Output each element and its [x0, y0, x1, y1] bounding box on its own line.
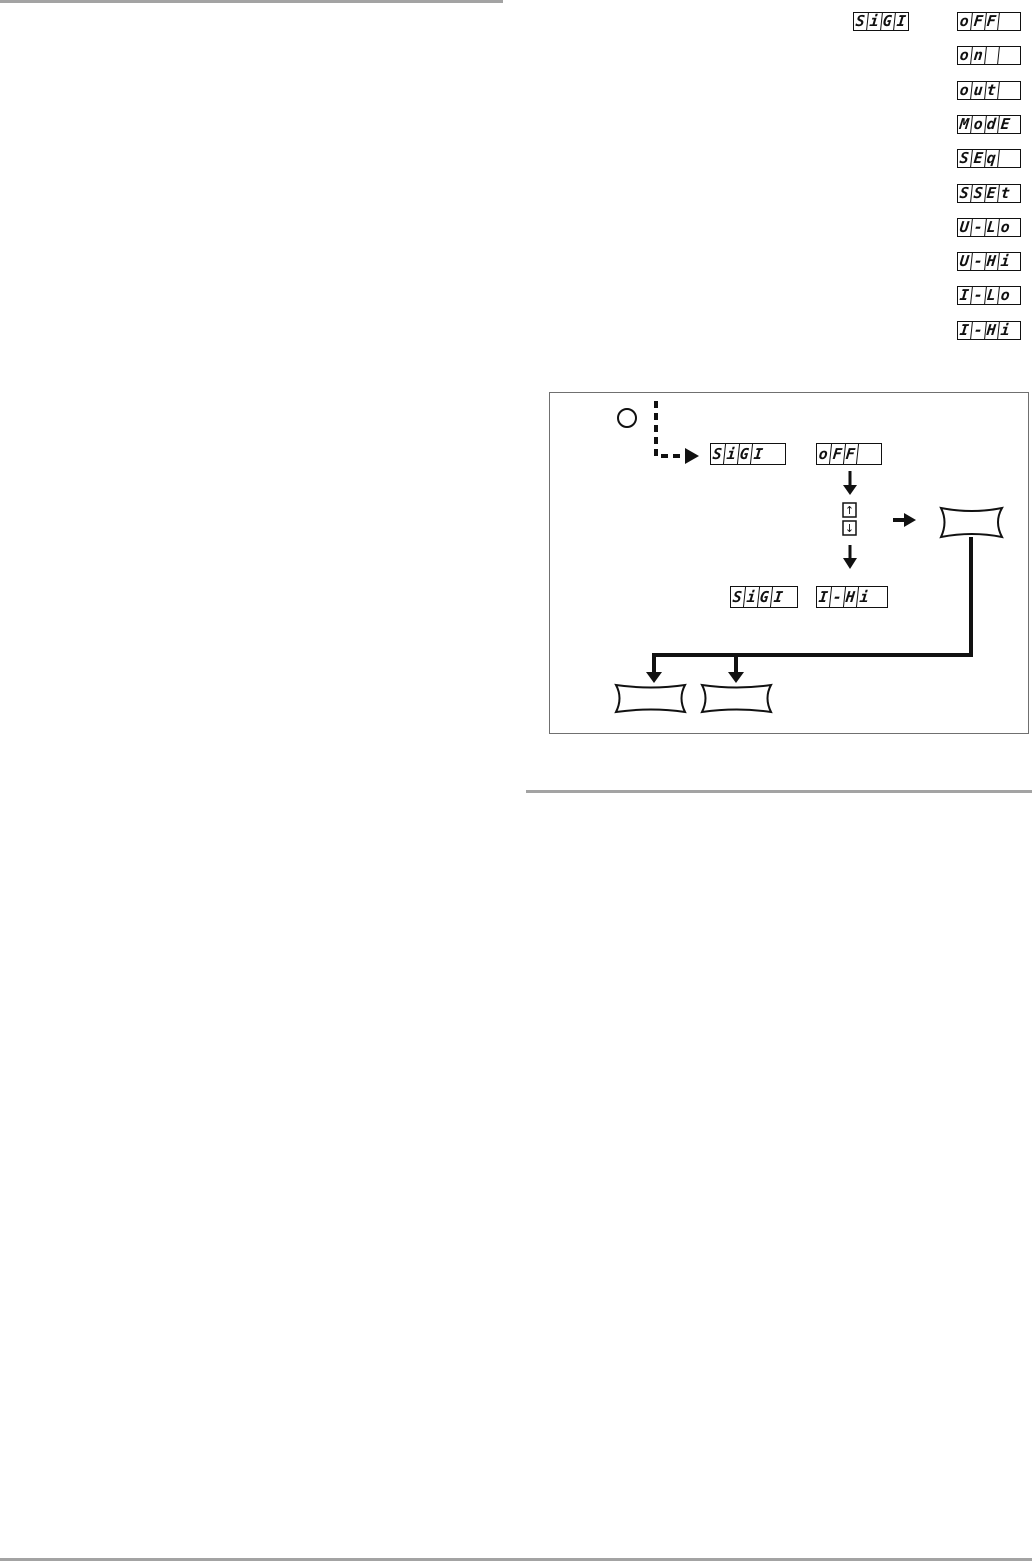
- down-arrow-1-head: [843, 485, 857, 495]
- digit-cell: S: [957, 184, 973, 202]
- digit-cell: t: [999, 184, 1011, 202]
- digit-cell: U: [957, 218, 973, 236]
- digit-cell: o: [957, 81, 973, 99]
- digit-cell: F: [984, 13, 1000, 30]
- digit-cell: I: [957, 287, 973, 305]
- digit-cell: q: [984, 150, 1000, 168]
- right-arrow-head: [904, 513, 916, 527]
- section-rule: [526, 790, 1032, 793]
- digit-cell: i: [999, 321, 1011, 339]
- digit-cell: S: [853, 13, 869, 30]
- down-key-icon: ↓: [845, 522, 854, 535]
- digit-cell: G: [880, 13, 896, 30]
- digit-cell: o: [999, 287, 1011, 305]
- down-arrow-2-head: [843, 558, 857, 569]
- connector-arrow-right-head: [728, 672, 744, 683]
- digit-cell: [998, 82, 1012, 99]
- digit-cell: L: [984, 218, 1000, 236]
- digit-cell: [856, 444, 871, 464]
- dashed-arrow-head: [685, 448, 699, 464]
- digit-cell: I: [895, 13, 907, 30]
- bottom-key-1-shape: [614, 683, 687, 714]
- digit-cell: E: [999, 115, 1011, 133]
- dashed-connector: [654, 401, 685, 458]
- digit-cell: H: [984, 321, 1000, 339]
- digit-cell: i: [999, 253, 1011, 271]
- digit-cell: i: [858, 587, 870, 606]
- digit-cell: I: [957, 321, 973, 339]
- up-key-icon: ↑: [845, 504, 854, 517]
- top-rule: [0, 0, 503, 3]
- bottom-key-2-shape: [700, 683, 773, 714]
- digit-cell: d: [984, 115, 1000, 133]
- digit-cell: o: [957, 47, 973, 65]
- digit-cell: E: [984, 184, 1000, 202]
- digit-cell: o: [957, 13, 973, 30]
- set-key-shape: [939, 506, 1004, 539]
- digit-cell: I: [772, 587, 784, 606]
- digit-cell: U: [957, 253, 973, 271]
- digit-cell: t: [984, 81, 1000, 99]
- up-key-box: [842, 502, 857, 518]
- connector-arrow-left-head: [646, 672, 662, 683]
- bottom-rule: [0, 1558, 1032, 1561]
- digit-cell: [998, 13, 1012, 30]
- digit-cell: [998, 150, 1012, 167]
- flow-diagram-lines: ↑ ↓: [614, 401, 1004, 714]
- digit-cell: S: [957, 150, 973, 168]
- digit-cell: H: [984, 253, 1000, 271]
- digit-cell: [984, 47, 1000, 65]
- digit-cell: M: [957, 115, 973, 133]
- digit-cell: o: [999, 218, 1011, 236]
- thick-connector: [652, 537, 973, 673]
- digit-cell: L: [984, 287, 1000, 305]
- down-key-box: [842, 520, 857, 536]
- digit-cell: I: [752, 444, 764, 463]
- digit-cell: [998, 47, 1012, 64]
- start-circle: [617, 408, 637, 428]
